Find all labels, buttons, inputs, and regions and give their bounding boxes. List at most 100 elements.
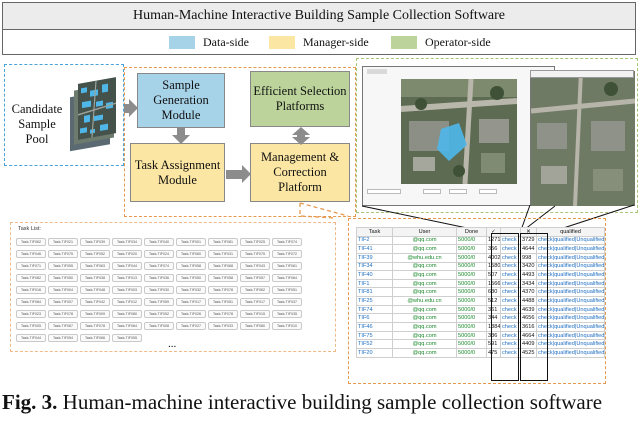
table-cell[interactable]: TIF81 — [356, 287, 393, 298]
task-chip[interactable]: Task-TIF064 — [112, 322, 142, 330]
table-cell[interactable]: check|qualified|Unqualified — [536, 347, 605, 358]
task-chip[interactable]: Task-TIF078 — [80, 322, 110, 330]
task-chip[interactable]: Task-TIF058 — [208, 274, 238, 282]
table-cell[interactable]: TIF6 — [356, 313, 393, 324]
task-chip[interactable]: Task-TIF023 — [16, 310, 46, 318]
screenshot-input — [367, 189, 401, 194]
task-chip[interactable]: Task-TIF004 — [48, 286, 78, 294]
task-chip[interactable]: Task-TIF030 — [144, 286, 174, 294]
task-chip[interactable]: Task-TIF009 — [80, 310, 110, 318]
task-chip[interactable]: Task-TIF003 — [112, 286, 142, 294]
task-chip[interactable]: Task-TIF046 — [16, 250, 46, 258]
task-chip[interactable]: Task-TIF036 — [144, 274, 174, 282]
task-chip[interactable]: Task-TIF081 — [208, 238, 238, 246]
task-chip[interactable]: Task-TIF064 — [272, 274, 302, 282]
task-list-label: Task List: — [18, 226, 41, 232]
table-cell: 5000/0 — [456, 347, 487, 358]
task-chip[interactable]: Task-TIF043 — [240, 262, 270, 270]
task-chip[interactable]: Task-TIF026 — [176, 310, 206, 318]
task-chip[interactable]: Task-TIF024 — [144, 250, 174, 258]
task-chip[interactable]: Task-TIF034 — [112, 238, 142, 246]
task-chip[interactable]: Task-TIF066 — [80, 334, 110, 342]
task-chip[interactable]: Task-TIF055 — [48, 262, 78, 270]
task-chip[interactable]: Task-TIF050 — [48, 274, 78, 282]
task-chip[interactable]: Task-TIF052 — [80, 250, 110, 258]
task-chip[interactable]: Task-TIF033 — [208, 322, 238, 330]
task-chip[interactable]: Task-TIF062 — [240, 286, 270, 294]
task-chip[interactable]: Task-TIF052 — [144, 310, 174, 318]
task-chip[interactable]: Task-TIF062 — [16, 238, 46, 246]
task-chip[interactable]: Task-TIF040 — [144, 238, 174, 246]
table-cell[interactable]: TIF52 — [356, 339, 393, 349]
task-chip[interactable]: Task-TIF074 — [272, 238, 302, 246]
task-chip[interactable]: Task-TIF044 — [16, 334, 46, 342]
table-cell[interactable]: TIF41 — [356, 244, 393, 254]
task-chip[interactable]: Task-TIF078 — [208, 310, 238, 318]
task-chip[interactable]: Task-TIF082 — [16, 274, 46, 282]
task-chip[interactable]: Task-TIF027 — [176, 322, 206, 330]
task-chip[interactable]: Task-TIF042 — [80, 298, 110, 306]
task-chip[interactable]: Task-TIF044 — [112, 262, 142, 270]
task-list-panel — [10, 222, 336, 352]
task-chip[interactable]: Task-TIF005 — [16, 322, 46, 330]
task-chip[interactable]: Task-TIF038 — [80, 274, 110, 282]
table-cell[interactable]: TIF40 — [356, 270, 393, 280]
task-chip[interactable]: Task-TIF020 — [112, 250, 142, 258]
task-chip[interactable]: Task-TIF037 — [272, 298, 302, 306]
efficient-selection-label: Efficient Selection Platforms — [253, 84, 347, 113]
task-chip[interactable]: Task-TIF055 — [112, 334, 142, 342]
table-cell: 5000/0 — [456, 313, 487, 324]
task-chip[interactable]: Task-TIF025 — [240, 238, 270, 246]
task-chip[interactable]: Task-TIF048 — [80, 286, 110, 294]
header-user: User — [392, 227, 457, 237]
task-chip[interactable]: Task-TIF057 — [240, 274, 270, 282]
task-chip[interactable]: Task-TIF067 — [48, 322, 78, 330]
task-chip[interactable]: Task-TIF008 — [144, 322, 174, 330]
task-chip[interactable]: Task-TIF007 — [48, 298, 78, 306]
table-cell[interactable]: TIF1 — [356, 278, 393, 289]
task-chip[interactable]: Task-TIF035 — [272, 310, 302, 318]
task-chip[interactable]: Task-TIF061 — [272, 262, 302, 270]
task-chip[interactable]: Task-TIF072 — [272, 250, 302, 258]
task-chip[interactable]: Task-TIF060 — [176, 250, 206, 258]
task-chip[interactable]: Task-TIF016 — [16, 286, 46, 294]
table-cell[interactable]: TIF39 — [356, 252, 393, 263]
task-chip[interactable]: Task-TIF054 — [48, 334, 78, 342]
task-chip[interactable]: Task-TIF075 — [48, 250, 78, 258]
table-cell[interactable]: TIF20 — [356, 347, 393, 358]
task-chip[interactable]: Task-TIF078 — [208, 286, 238, 294]
task-chip[interactable]: Task-TIF075 — [240, 250, 270, 258]
task-chip[interactable]: Task-TIF001 — [176, 238, 206, 246]
task-chip[interactable]: Task-TIF015 — [240, 310, 270, 318]
table-cell[interactable]: TIF46 — [356, 322, 393, 332]
task-chip[interactable]: Task-TIF010 — [272, 322, 302, 330]
task-chip[interactable]: Task-TIF058 — [176, 262, 206, 270]
task-chip[interactable]: Task-TIF017 — [176, 298, 206, 306]
task-chip[interactable]: Task-TIF051 — [272, 286, 302, 294]
task-chip[interactable]: Task-TIF021 — [48, 238, 78, 246]
task-chip[interactable]: Task-TIF012 — [112, 298, 142, 306]
task-chip[interactable]: Task-TIF080 — [112, 310, 142, 318]
task-chip[interactable]: Task-TIF013 — [112, 274, 142, 282]
task-chip[interactable]: Task-TIF063 — [80, 262, 110, 270]
task-chip[interactable]: Task-TIF017 — [240, 298, 270, 306]
table-cell[interactable]: TIF2 — [356, 235, 393, 246]
task-chip[interactable]: Task-TIF031 — [208, 250, 238, 258]
task-chip[interactable]: Task-TIF078 — [48, 310, 78, 318]
task-chip[interactable]: Task-TIF032 — [176, 286, 206, 294]
task-chip[interactable]: Task-TIF059 — [144, 298, 174, 306]
task-chip[interactable]: Task-TIF080 — [240, 322, 270, 330]
selection-platform-screenshot — [362, 66, 555, 206]
task-chip[interactable]: Task-TIF050 — [176, 274, 206, 282]
task-chip[interactable]: Task-TIF039 — [80, 238, 110, 246]
task-chip[interactable]: Task-TIF084 — [16, 298, 46, 306]
task-chip[interactable]: Task-TIF074 — [144, 262, 174, 270]
table-cell[interactable]: TIF34 — [356, 261, 393, 272]
task-chip[interactable]: Task-TIF071 — [16, 262, 46, 270]
task-chip[interactable]: Task-TIF051 — [208, 298, 238, 306]
table-cell[interactable]: TIF75 — [356, 330, 393, 341]
table-cell[interactable]: TIF74 — [356, 304, 393, 315]
task-chip[interactable]: Task-TIF068 — [208, 262, 238, 270]
table-cell[interactable]: TIF25 — [356, 296, 393, 306]
